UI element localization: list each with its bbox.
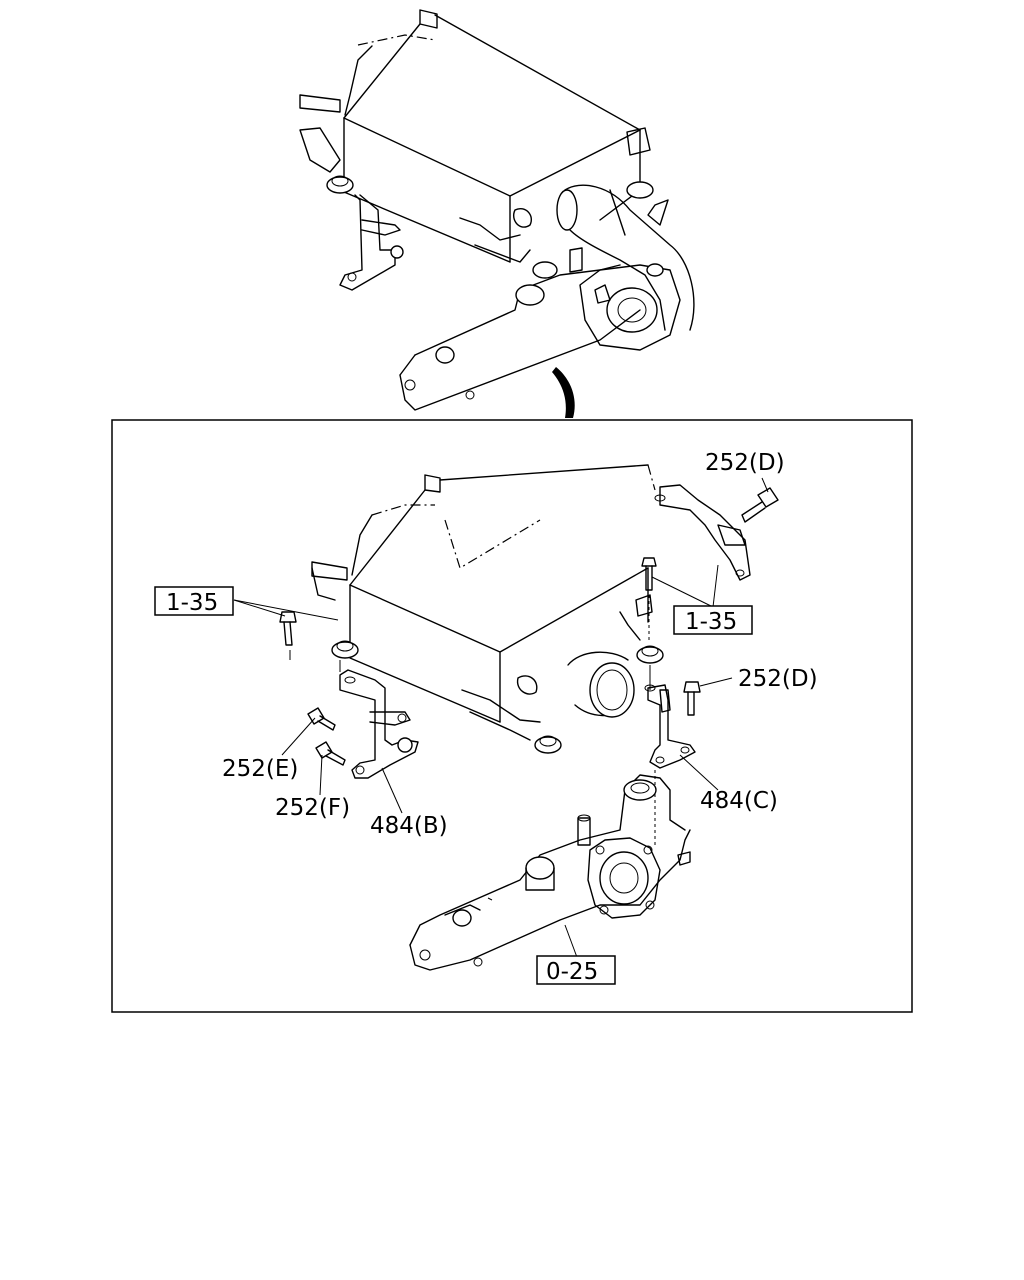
intercooler-core [311,464,656,754]
group-box-bottom [536,955,616,985]
overview-assembly [299,9,695,418]
label-group-right: 1-35 [685,609,737,635]
bolt-252d-mid [683,681,701,716]
label-252d-top: 252(D) [705,450,785,476]
leader-lines [233,477,769,961]
callout-labels: 252(D) 252(D) 252(E) 252(F) 484(B) 484(C… [154,450,818,985]
label-252f: 252(F) [275,795,350,821]
label-group-bottom: 0-25 [546,959,598,985]
right-upper-bracket [654,484,779,581]
bracket-484c [647,681,701,845]
label-484b: 484(B) [370,813,448,839]
detail-assembly [279,464,779,971]
left-mount-bolt [279,611,359,672]
bolt-252d-top [741,487,779,523]
overview-intercooler [299,9,651,263]
overview-manifold [399,247,681,411]
water-manifold [409,774,691,971]
detail-frame [111,419,913,1013]
label-252e: 252(E) [222,756,298,782]
overview-outlet-pipe [556,181,695,331]
label-252d-mid: 252(D) [738,666,818,692]
bolt-252e [307,707,336,731]
label-484c: 484(C) [700,788,778,814]
overview-left-bracket [299,127,404,291]
bolt-252f [315,741,346,766]
center-mount-bolt [636,557,664,692]
label-group-left: 1-35 [166,590,218,616]
pointer-arrow [552,367,575,418]
group-box-right [673,605,753,635]
group-box-left [154,586,234,616]
bracket-484b [307,669,419,779]
